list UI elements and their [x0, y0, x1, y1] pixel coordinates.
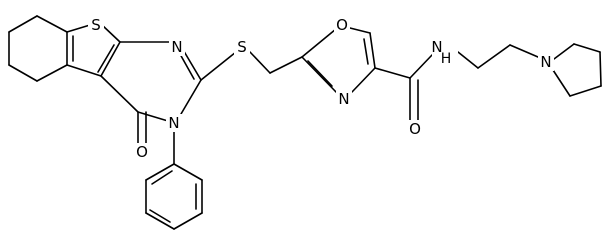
pyrimidine-n-benzyl-atom: N	[166, 114, 182, 132]
pyrrolidine-bond	[569, 85, 602, 97]
bonds	[8, 15, 602, 230]
oxazole-oxygen-atom: O	[334, 16, 350, 34]
pyrimidine-n-top-label: N	[171, 38, 182, 56]
oxazole-bond	[349, 27, 371, 34]
amide-oxygen-label: O	[409, 120, 421, 138]
pyrrolidine-bond	[552, 69, 571, 97]
thiophene-bond	[66, 24, 91, 33]
pyrimidine-bond	[100, 75, 139, 113]
thioether-bond	[200, 51, 237, 81]
benzene-double-bond	[151, 170, 173, 185]
thiophene-bond	[100, 41, 121, 77]
oxazole-bond	[301, 28, 337, 58]
pyrimidine-bond	[137, 111, 169, 122]
oxazole-double-bond	[307, 60, 333, 87]
pyrimidine-n-top-atom: N	[169, 38, 185, 56]
carbonyl-oxygen-atom: O	[134, 143, 150, 161]
ethyl-bond	[509, 44, 539, 58]
thiophene-sulfur-atom: S	[88, 16, 104, 34]
pyrimidine-bond	[181, 47, 202, 81]
oxazole-double-bond	[363, 38, 369, 65]
pyrimidine-n-benzyl-label: N	[168, 114, 179, 132]
oxazole-bond	[301, 56, 338, 94]
pyrrolidine-nitrogen-atom: N	[538, 53, 554, 71]
amide-bond	[409, 54, 433, 79]
thioether-sulfur-label: S	[237, 38, 247, 56]
thiophene-sulfur-label: S	[91, 16, 101, 34]
benzyl-bond	[173, 163, 203, 181]
carbonyl-oxygen-label: O	[136, 143, 148, 161]
amide-nh-atom: N H	[431, 38, 458, 67]
cyclohexane-bond	[8, 64, 38, 82]
atoms: S N N O S O N O	[88, 16, 554, 161]
pyrrolidine-bond	[599, 51, 602, 87]
ethyl-bond	[457, 51, 479, 69]
thiophene-bond	[66, 64, 102, 77]
thiophene-double-bond	[97, 44, 115, 73]
pyrrolidine-bond	[573, 43, 601, 53]
amide-nitrogen-label: N	[431, 38, 442, 56]
amide-bond	[374, 67, 411, 79]
amide-hydrogen-label: H	[441, 51, 452, 67]
thiophene-bond	[101, 24, 121, 43]
thioether-bond	[249, 51, 271, 74]
ethyl-bond	[477, 44, 511, 69]
pyrrolidine-bond	[553, 43, 575, 60]
oxazole-bond	[369, 32, 376, 69]
cyclohexane-bond	[36, 15, 68, 33]
oxazole-oxygen-label: O	[336, 16, 348, 34]
oxazole-nitrogen-atom: N	[336, 90, 352, 108]
methylene-bond	[269, 56, 303, 74]
benzene-bond	[145, 163, 175, 181]
oxazole-nitrogen-label: N	[338, 90, 349, 108]
pyrrolidine-nitrogen-label: N	[540, 53, 551, 71]
thioether-sulfur-atom: S	[234, 38, 250, 56]
benzene-bond	[173, 212, 203, 230]
cyclohexane-bond	[8, 15, 38, 33]
cyclohexane-bond	[36, 64, 68, 82]
benzene-bond	[145, 212, 175, 230]
amide-oxygen-atom: O	[407, 120, 423, 138]
pyrimidine-bond	[180, 79, 202, 115]
oxazole-bond	[351, 67, 376, 93]
benzene-double-bond	[149, 209, 171, 223]
pyrimidine-double-bond	[179, 53, 195, 80]
